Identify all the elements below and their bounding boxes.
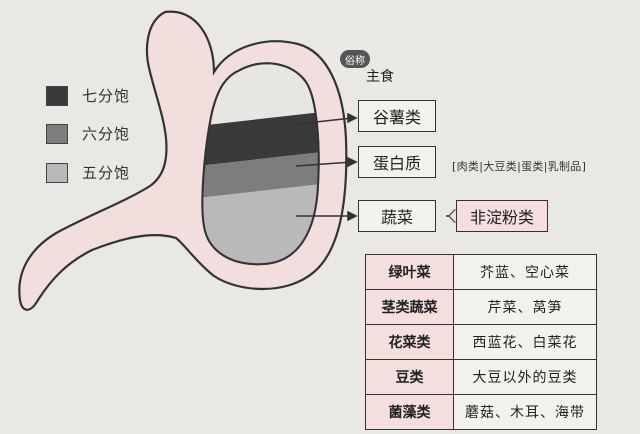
table-row: 茎类蔬菜 芹菜、莴笋 xyxy=(365,289,597,325)
vegetables-box: 蔬菜 xyxy=(358,200,436,232)
table-category-cell: 茎类蔬菜 xyxy=(365,289,454,325)
non-starch-tag: 非淀粉类 xyxy=(456,200,548,232)
vegetable-table: 绿叶菜 芥蓝、空心菜 茎类蔬菜 芹菜、莴笋 花菜类 西蓝花、白菜花 豆类 大豆以… xyxy=(365,254,597,430)
legend-swatch xyxy=(46,85,68,106)
table-row: 绿叶菜 芥蓝、空心菜 xyxy=(365,254,597,290)
table-row: 豆类 大豆以外的豆类 xyxy=(365,359,597,395)
table-category-cell: 菌藻类 xyxy=(365,394,454,430)
table-example-cell: 大豆以外的豆类 xyxy=(453,359,597,395)
arrow-grains xyxy=(297,117,353,125)
table-example-cell: 蘑菇、木耳、海带 xyxy=(453,394,597,430)
legend-label: 七分饱 xyxy=(82,87,131,105)
grains-box: 谷薯类 xyxy=(358,100,436,132)
level-sixty-band xyxy=(202,150,319,200)
table-row: 花菜类 西蓝花、白菜花 xyxy=(365,324,597,360)
legend-label: 六分饱 xyxy=(82,125,131,143)
legend-label: 五分饱 xyxy=(82,164,131,182)
staple-label: 主食 xyxy=(366,69,394,85)
legend-swatch xyxy=(46,123,68,144)
legend-item-fifty: 五分饱 xyxy=(46,162,130,183)
nickname-badge: 俗称 xyxy=(340,50,370,68)
table-category-cell: 花菜类 xyxy=(365,324,454,360)
table-row: 菌藻类 蘑菇、木耳、海带 xyxy=(365,394,597,430)
legend-item-seventy: 七分饱 xyxy=(46,85,130,106)
arrow-protein xyxy=(295,161,353,167)
table-category-cell: 豆类 xyxy=(365,359,454,395)
legend-item-sixty: 六分饱 xyxy=(46,123,130,144)
protein-box: 蛋白质 xyxy=(358,146,436,178)
legend-swatch xyxy=(46,162,68,183)
table-example-cell: 芥蓝、空心菜 xyxy=(453,254,597,290)
table-category-cell: 绿叶菜 xyxy=(365,254,454,290)
protein-note: [肉类|大豆类|蛋类|乳制品] xyxy=(452,160,587,173)
level-fifty-band xyxy=(202,182,319,265)
table-example-cell: 西蓝花、白菜花 xyxy=(453,324,597,360)
table-example-cell: 芹菜、莴笋 xyxy=(453,289,597,325)
